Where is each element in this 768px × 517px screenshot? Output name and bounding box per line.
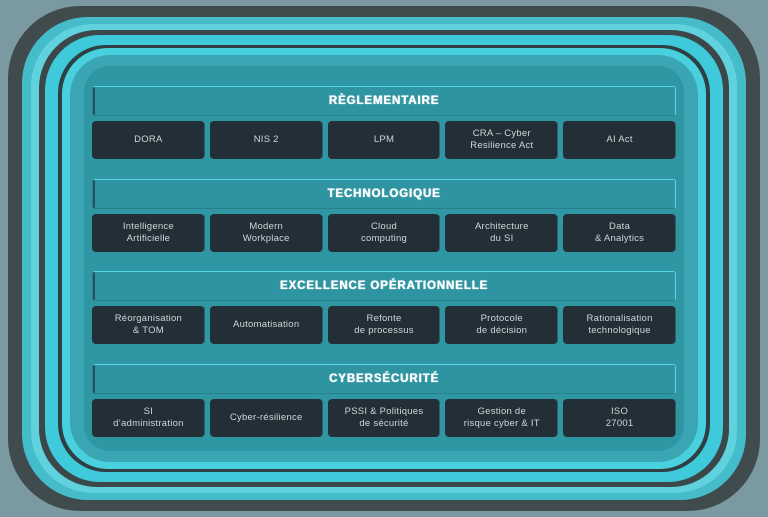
card-item[interactable]: SI d’administration: [92, 398, 205, 437]
card-label: AI Act: [606, 134, 633, 145]
card-item[interactable]: CRA – Cyber Resilience Act: [445, 121, 559, 159]
card-label: Cyber-résilience: [229, 411, 303, 423]
card-item[interactable]: PSSI & Politiques de sécurité: [327, 398, 441, 437]
card-label: CRA – Cyber Resilience Act: [470, 128, 534, 151]
section-title: EXCELLENCE OPÉRATIONNELLE: [279, 280, 489, 293]
section-header-technologique: TECHNOLOGIQUE: [92, 178, 676, 209]
card-item[interactable]: Intelligence Artificielle: [92, 213, 205, 252]
card-item[interactable]: Refonte de processus: [327, 306, 441, 345]
card-label: Automatisation: [233, 319, 300, 331]
card-item[interactable]: NIS 2: [209, 121, 323, 159]
card-label: Architecture du SI: [474, 220, 529, 244]
card-item[interactable]: Cyber-résilience: [209, 398, 323, 437]
section-title: TECHNOLOGIQUE: [327, 187, 441, 200]
card-label: LPM: [373, 134, 395, 145]
card-label: Intelligence Artificielle: [122, 220, 174, 244]
card-label: Modern Workplace: [242, 220, 290, 244]
section-reglementaire: RÈGLEMENTAIRE DORA NIS 2 LPM CRA – Cyber…: [92, 86, 676, 159]
card-item[interactable]: Gestion de risque cyber & IT: [445, 398, 559, 437]
section-header-excellence-operationnelle: EXCELLENCE OPÉRATIONNELLE: [92, 271, 676, 302]
card-item[interactable]: ISO 27001: [563, 398, 676, 437]
card-row-technologique: Intelligence Artificielle Modern Workpla…: [92, 213, 676, 252]
card-label: SI d’administration: [113, 405, 184, 429]
section-technologique: TECHNOLOGIQUE Intelligence Artificielle …: [92, 178, 676, 252]
section-cybersecurite: CYBERSÉCURITÉ SI d’administration Cyber-…: [92, 363, 676, 437]
card-label: Réorganisation & TOM: [114, 313, 183, 337]
card-item[interactable]: LPM: [327, 121, 441, 159]
card-label: Rationalisation technologique: [586, 313, 653, 337]
card-item[interactable]: Data & Analytics: [563, 213, 676, 252]
card-item[interactable]: Réorganisation & TOM: [92, 306, 205, 345]
card-item[interactable]: AI Act: [563, 121, 676, 159]
card-item[interactable]: DORA: [92, 121, 205, 159]
section-title: RÈGLEMENTAIRE: [328, 95, 440, 107]
card-label: ISO 27001: [605, 405, 634, 429]
card-label: Cloud computing: [360, 220, 408, 244]
section-header-cybersecurite: CYBERSÉCURITÉ: [92, 363, 676, 394]
diagram-panel: RÈGLEMENTAIRE DORA NIS 2 LPM CRA – Cyber…: [84, 66, 684, 451]
card-label: Refonte de processus: [354, 313, 414, 337]
card-item[interactable]: Architecture du SI: [445, 213, 559, 252]
card-label: PSSI & Politiques de sécurité: [344, 405, 424, 429]
card-label: NIS 2: [253, 134, 279, 145]
card-item[interactable]: Protocole de décision: [445, 306, 559, 345]
card-item[interactable]: Rationalisation technologique: [563, 306, 676, 345]
card-row-cybersecurite: SI d’administration Cyber-résilience PSS…: [92, 398, 676, 437]
card-label: Data & Analytics: [594, 220, 645, 244]
section-excellence-operationnelle: EXCELLENCE OPÉRATIONNELLE Réorganisation…: [92, 271, 676, 345]
card-item[interactable]: Cloud computing: [327, 213, 441, 252]
section-header-reglementaire: RÈGLEMENTAIRE: [92, 86, 676, 116]
card-row-excellence-operationnelle: Réorganisation & TOM Automatisation Refo…: [92, 306, 676, 345]
card-label: Protocole de décision: [476, 313, 528, 337]
card-label: Gestion de risque cyber & IT: [463, 405, 540, 429]
card-row-reglementaire: DORA NIS 2 LPM CRA – Cyber Resilience Ac…: [92, 121, 676, 159]
card-label: DORA: [134, 134, 163, 145]
card-item[interactable]: Automatisation: [209, 306, 323, 345]
card-item[interactable]: Modern Workplace: [209, 213, 323, 252]
section-title: CYBERSÉCURITÉ: [328, 372, 440, 385]
